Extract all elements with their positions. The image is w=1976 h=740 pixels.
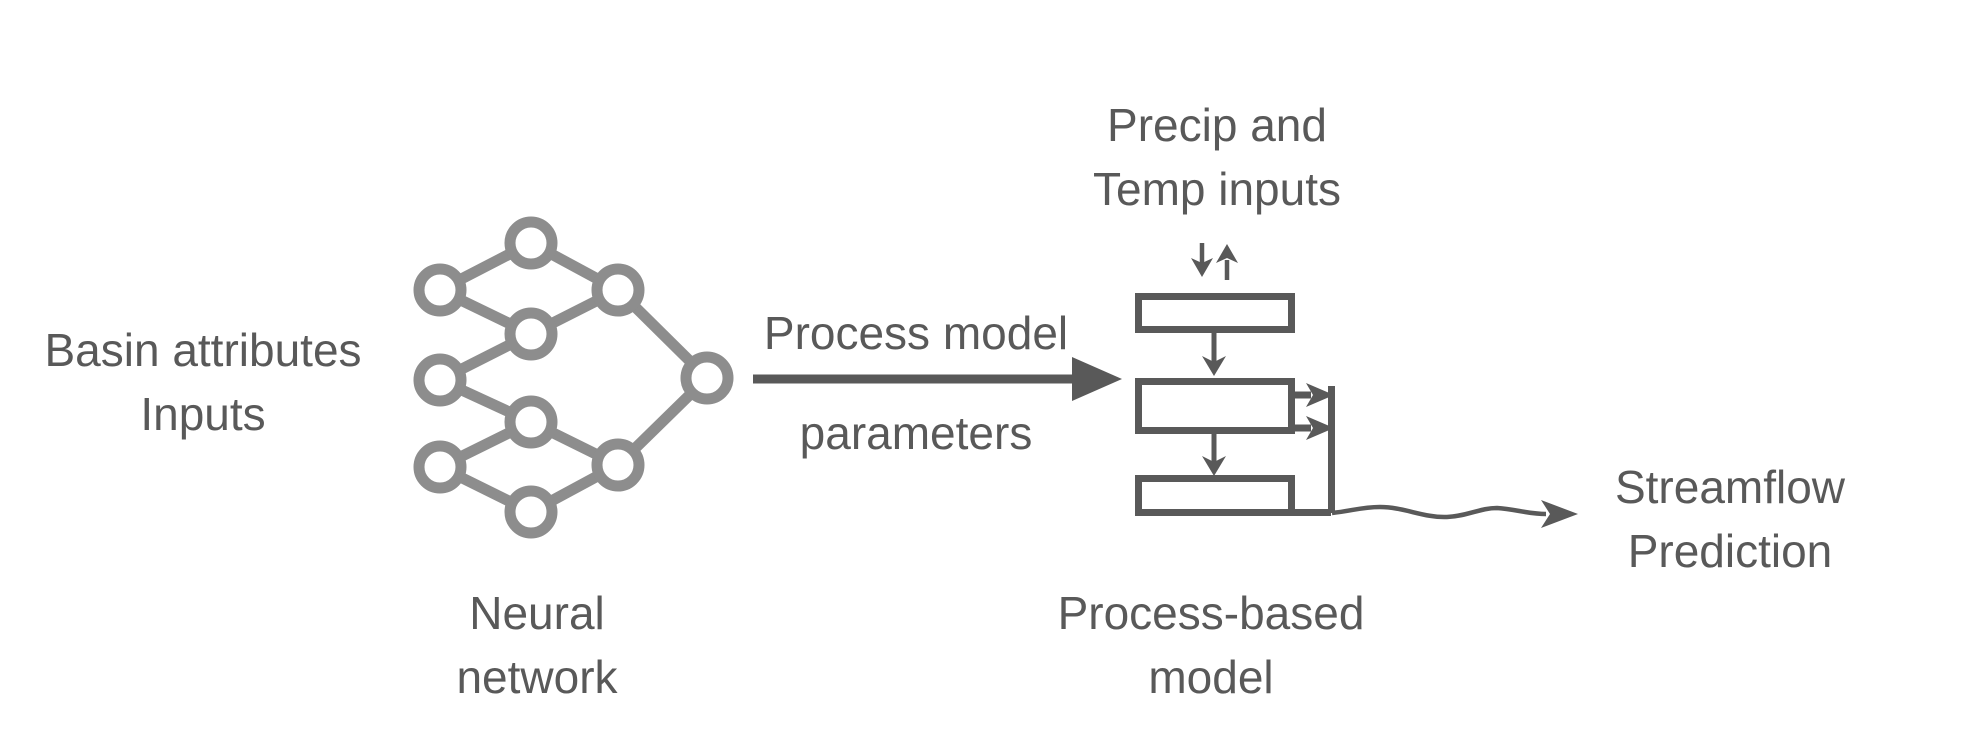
neural-network-label: Neural network: [456, 581, 617, 709]
box-flow-arrow-1-head: [1202, 356, 1226, 376]
lateral-outflow-arrow-1: [1295, 383, 1334, 407]
process-based-model-label: Process-based model: [1058, 581, 1365, 709]
up-arrowhead: [1216, 244, 1238, 263]
process-params-label-top: Process model: [764, 301, 1068, 365]
network-node: [591, 438, 645, 492]
process-model-boxes: [1135, 293, 1295, 516]
network-node: [504, 307, 558, 361]
process-params-label-bottom: parameters: [800, 401, 1033, 465]
network-node: [680, 351, 734, 405]
basin-attributes-label-line2: Inputs: [140, 388, 266, 440]
up-arrow-icon: [1216, 244, 1238, 280]
process-based-model-label-line2: model: [1148, 651, 1274, 703]
network-node: [413, 440, 467, 494]
process-model-box-lower: [1135, 475, 1295, 516]
box-flow-arrow-2-head: [1202, 456, 1226, 476]
lateral-outflow-arrow-1-head: [1306, 383, 1334, 407]
streamflow-prediction-label-line2: Prediction: [1627, 525, 1833, 577]
box-flow-arrow-1: [1202, 333, 1226, 376]
process-model-box-upper: [1135, 293, 1295, 333]
down-arrowhead: [1191, 258, 1213, 277]
neural-network-label-line2: network: [456, 651, 618, 703]
streamflow-arrow-wavy-shaft: [1331, 504, 1547, 520]
streamflow-arrowhead: [1541, 500, 1578, 528]
precip-temp-label-line2: Temp inputs: [1092, 163, 1342, 215]
neural-network-graphic: [413, 216, 734, 539]
process-params-label-line2: parameters: [799, 407, 1033, 459]
streamflow-prediction-label: Streamflow Prediction: [1615, 455, 1845, 583]
streamflow-arrow-icon: [1331, 500, 1578, 528]
basin-attributes-label: Basin attributes Inputs: [44, 318, 361, 446]
network-node: [413, 263, 467, 317]
basin-attributes-label-line1: Basin attributes: [44, 324, 362, 376]
network-edges: [437, 238, 711, 517]
precip-temp-arrows: [1191, 243, 1238, 280]
down-arrow-icon: [1191, 243, 1213, 277]
process-params-arrowhead: [1072, 357, 1122, 401]
precip-temp-label: Precip and Temp inputs: [1093, 93, 1341, 221]
network-node: [504, 485, 558, 539]
precip-temp-label-line1: Precip and: [1107, 99, 1327, 151]
lateral-outflow-arrow-2-head: [1306, 416, 1334, 440]
neural-network-label-line1: Neural: [469, 587, 605, 639]
process-model-box-middle: [1135, 378, 1295, 434]
network-node: [591, 263, 645, 317]
process-params-arrow-icon: [753, 357, 1122, 401]
process-params-label-line1: Process model: [763, 307, 1069, 359]
process-based-model-label-line1: Process-based: [1057, 587, 1365, 639]
network-nodes: [413, 216, 734, 539]
network-node: [413, 353, 467, 407]
network-node: [504, 395, 558, 449]
streamflow-prediction-label-line1: Streamflow: [1614, 461, 1846, 513]
box-flow-arrow-2: [1202, 434, 1226, 476]
lateral-outflow-arrow-2: [1295, 416, 1334, 440]
network-node: [504, 216, 558, 270]
